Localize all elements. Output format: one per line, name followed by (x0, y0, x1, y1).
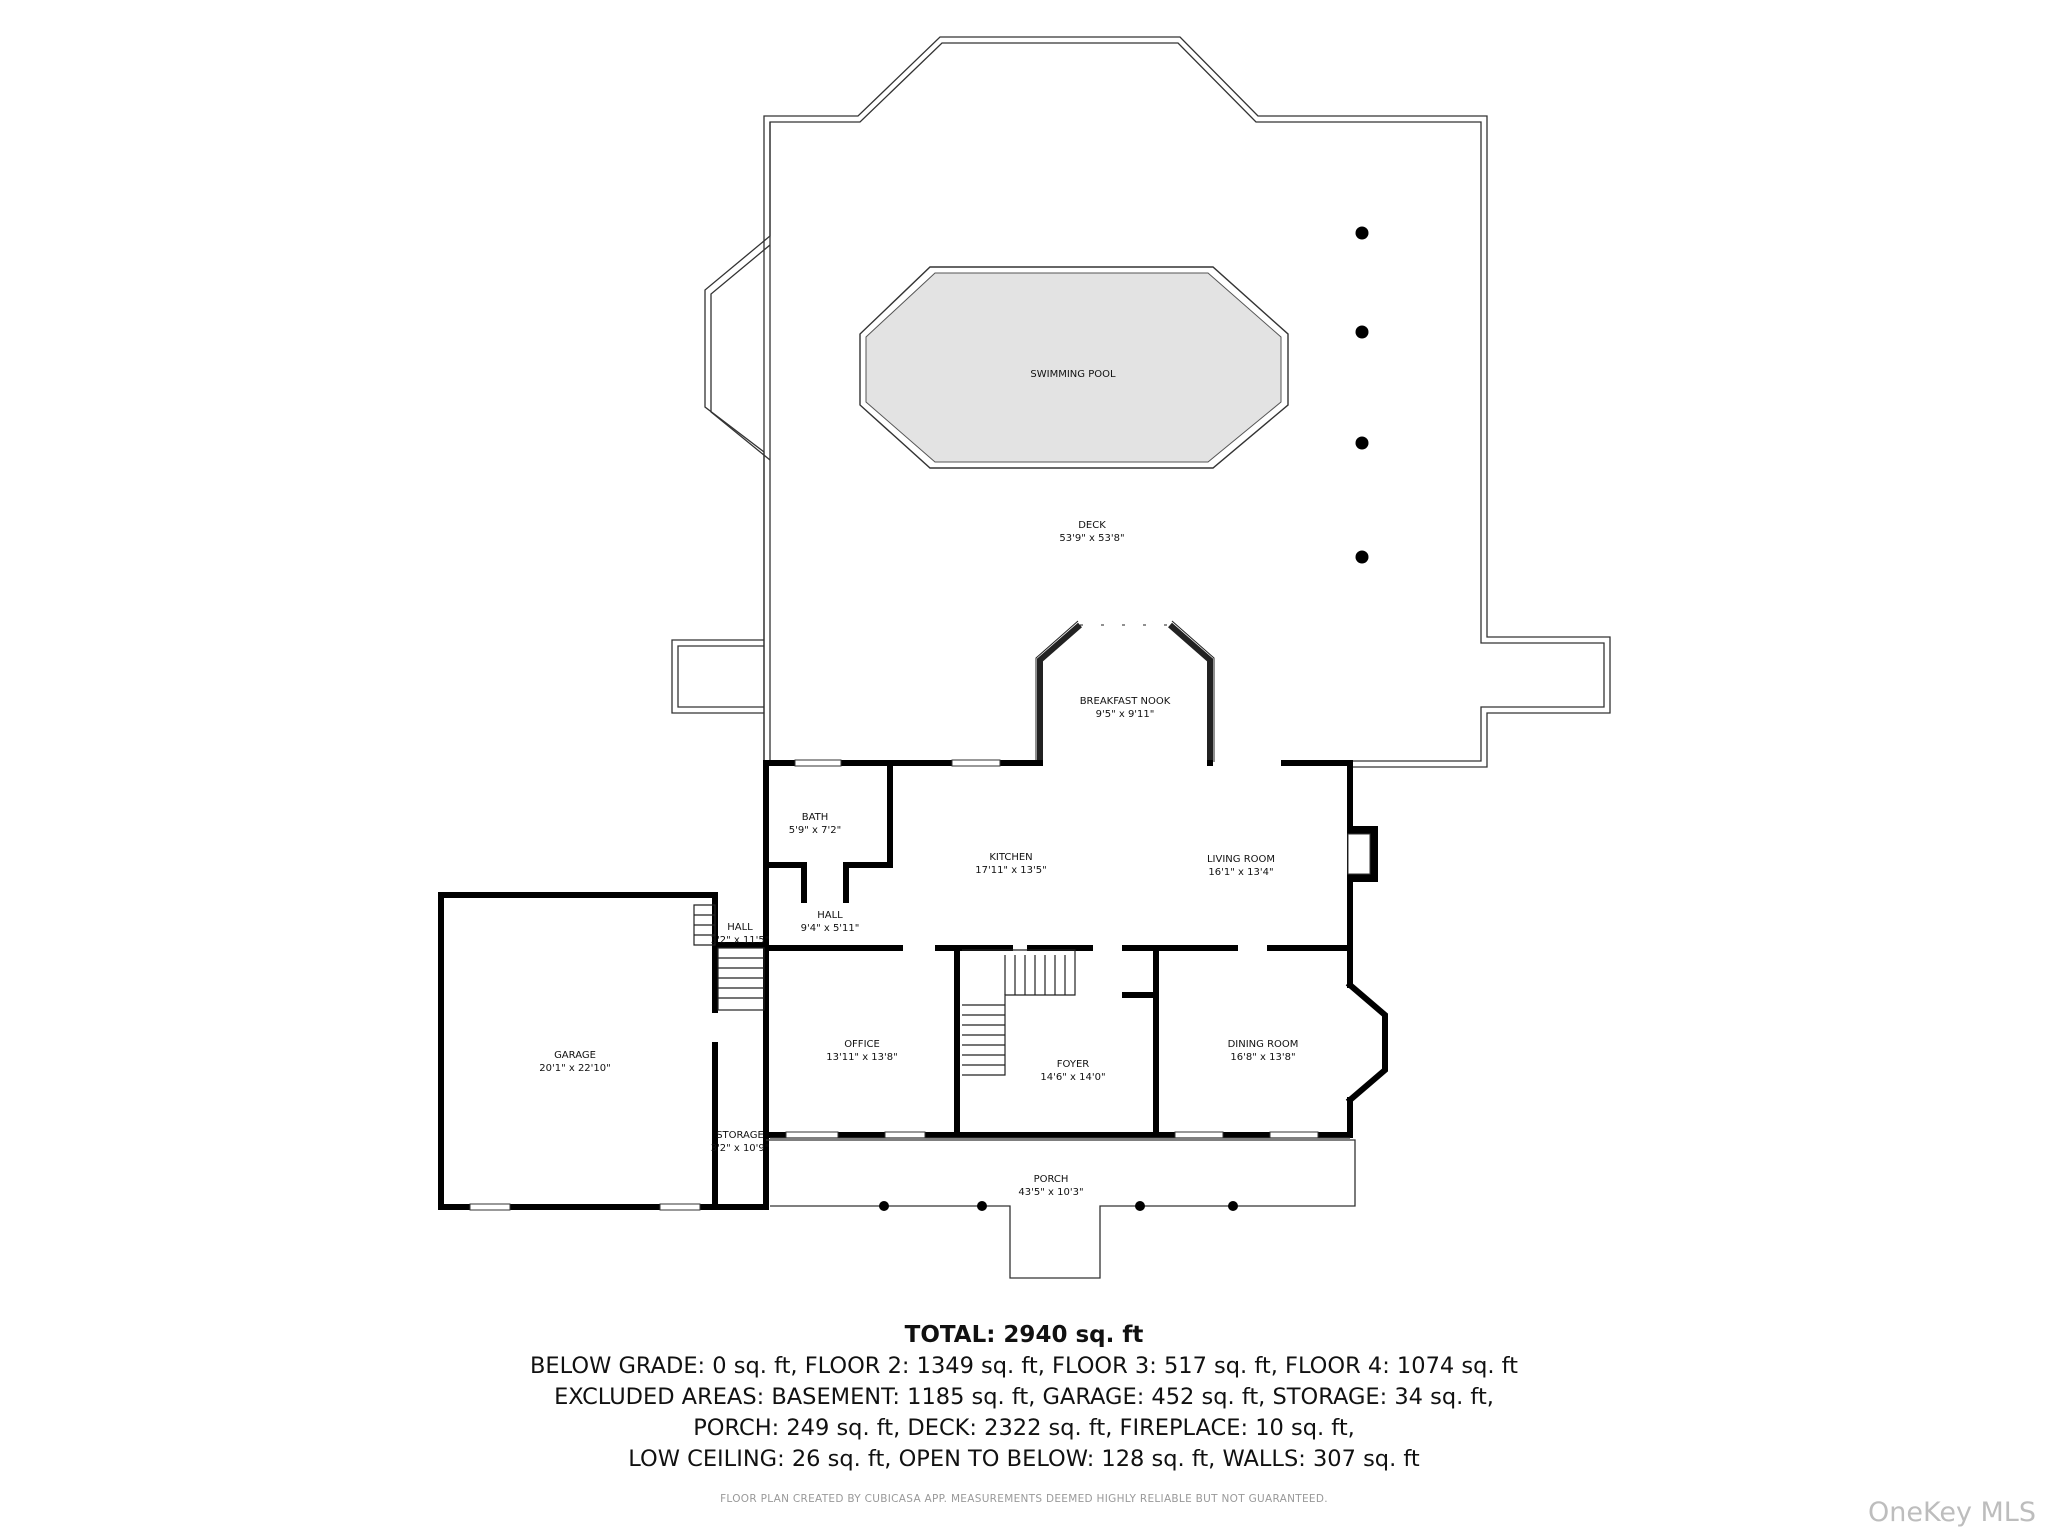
label-dining-room: DINING ROOM (1228, 1039, 1299, 1050)
porch-outline (766, 1137, 1356, 1279)
room-labels: SWIMMING POOL DECK 53'9" x 53'8" BREAKFA… (539, 369, 1298, 1198)
label-office: OFFICE (844, 1039, 880, 1050)
staircase-hall (693, 904, 765, 1011)
dim-bath: 5'9" x 7'2" (789, 825, 841, 836)
deck-columns (1355, 226, 1369, 564)
area-line-2: EXCLUDED AREAS: BASEMENT: 1185 sq. ft, G… (554, 1384, 1494, 1410)
porch-columns (879, 1201, 1238, 1211)
dim-office: 13'11" x 13'8" (826, 1052, 898, 1063)
house-walls (438, 760, 1388, 1210)
dim-kitchen: 17'11" x 13'5" (975, 865, 1047, 876)
swimming-pool (859, 266, 1289, 469)
dim-garage: 20'1" x 22'10" (539, 1063, 611, 1074)
label-foyer: FOYER (1057, 1059, 1090, 1070)
onekey-watermark: OneKey MLS (1868, 1497, 2036, 1528)
label-breakfast-nook: BREAKFAST NOOK (1080, 696, 1171, 707)
dim-porch: 43'5" x 10'3" (1018, 1187, 1083, 1198)
dim-deck: 53'9" x 53'8" (1059, 533, 1124, 544)
label-living-room: LIVING ROOM (1207, 854, 1275, 865)
deck-outline (671, 36, 1611, 768)
label-kitchen: KITCHEN (989, 852, 1032, 863)
dim-hall-2: 3'2" x 11'5" (711, 935, 770, 946)
dim-living-room: 16'1" x 13'4" (1208, 867, 1273, 878)
area-line-3: PORCH: 249 sq. ft, DECK: 2322 sq. ft, FI… (693, 1415, 1355, 1441)
label-hall-2: HALL (727, 922, 753, 933)
dim-foyer: 14'6" x 14'0" (1040, 1072, 1105, 1083)
label-porch: PORCH (1034, 1174, 1069, 1185)
label-hall: HALL (817, 910, 843, 921)
label-garage: GARAGE (554, 1050, 596, 1061)
label-swimming-pool: SWIMMING POOL (1030, 369, 1116, 380)
area-line-4: LOW CEILING: 26 sq. ft, OPEN TO BELOW: 1… (628, 1446, 1420, 1472)
total-area: TOTAL: 2940 sq. ft (904, 1322, 1144, 1348)
windows (469, 759, 1319, 1211)
fireplace (1347, 826, 1378, 882)
dim-storage: 3'2" x 10'9" (711, 1143, 770, 1154)
breakfast-nook-bay (1035, 620, 1215, 762)
disclaimer: FLOOR PLAN CREATED BY CUBICASA APP. MEAS… (720, 1493, 1328, 1505)
label-storage: STORAGE (716, 1130, 764, 1141)
area-line-1: BELOW GRADE: 0 sq. ft, FLOOR 2: 1349 sq.… (529, 1353, 1519, 1379)
label-deck: DECK (1078, 520, 1106, 531)
dim-dining-room: 16'8" x 13'8" (1230, 1052, 1295, 1063)
label-bath: BATH (802, 812, 829, 823)
dim-hall: 9'4" x 5'11" (801, 923, 860, 934)
dim-breakfast-nook: 9'5" x 9'11" (1096, 709, 1155, 720)
staircase-main (962, 949, 1076, 1076)
